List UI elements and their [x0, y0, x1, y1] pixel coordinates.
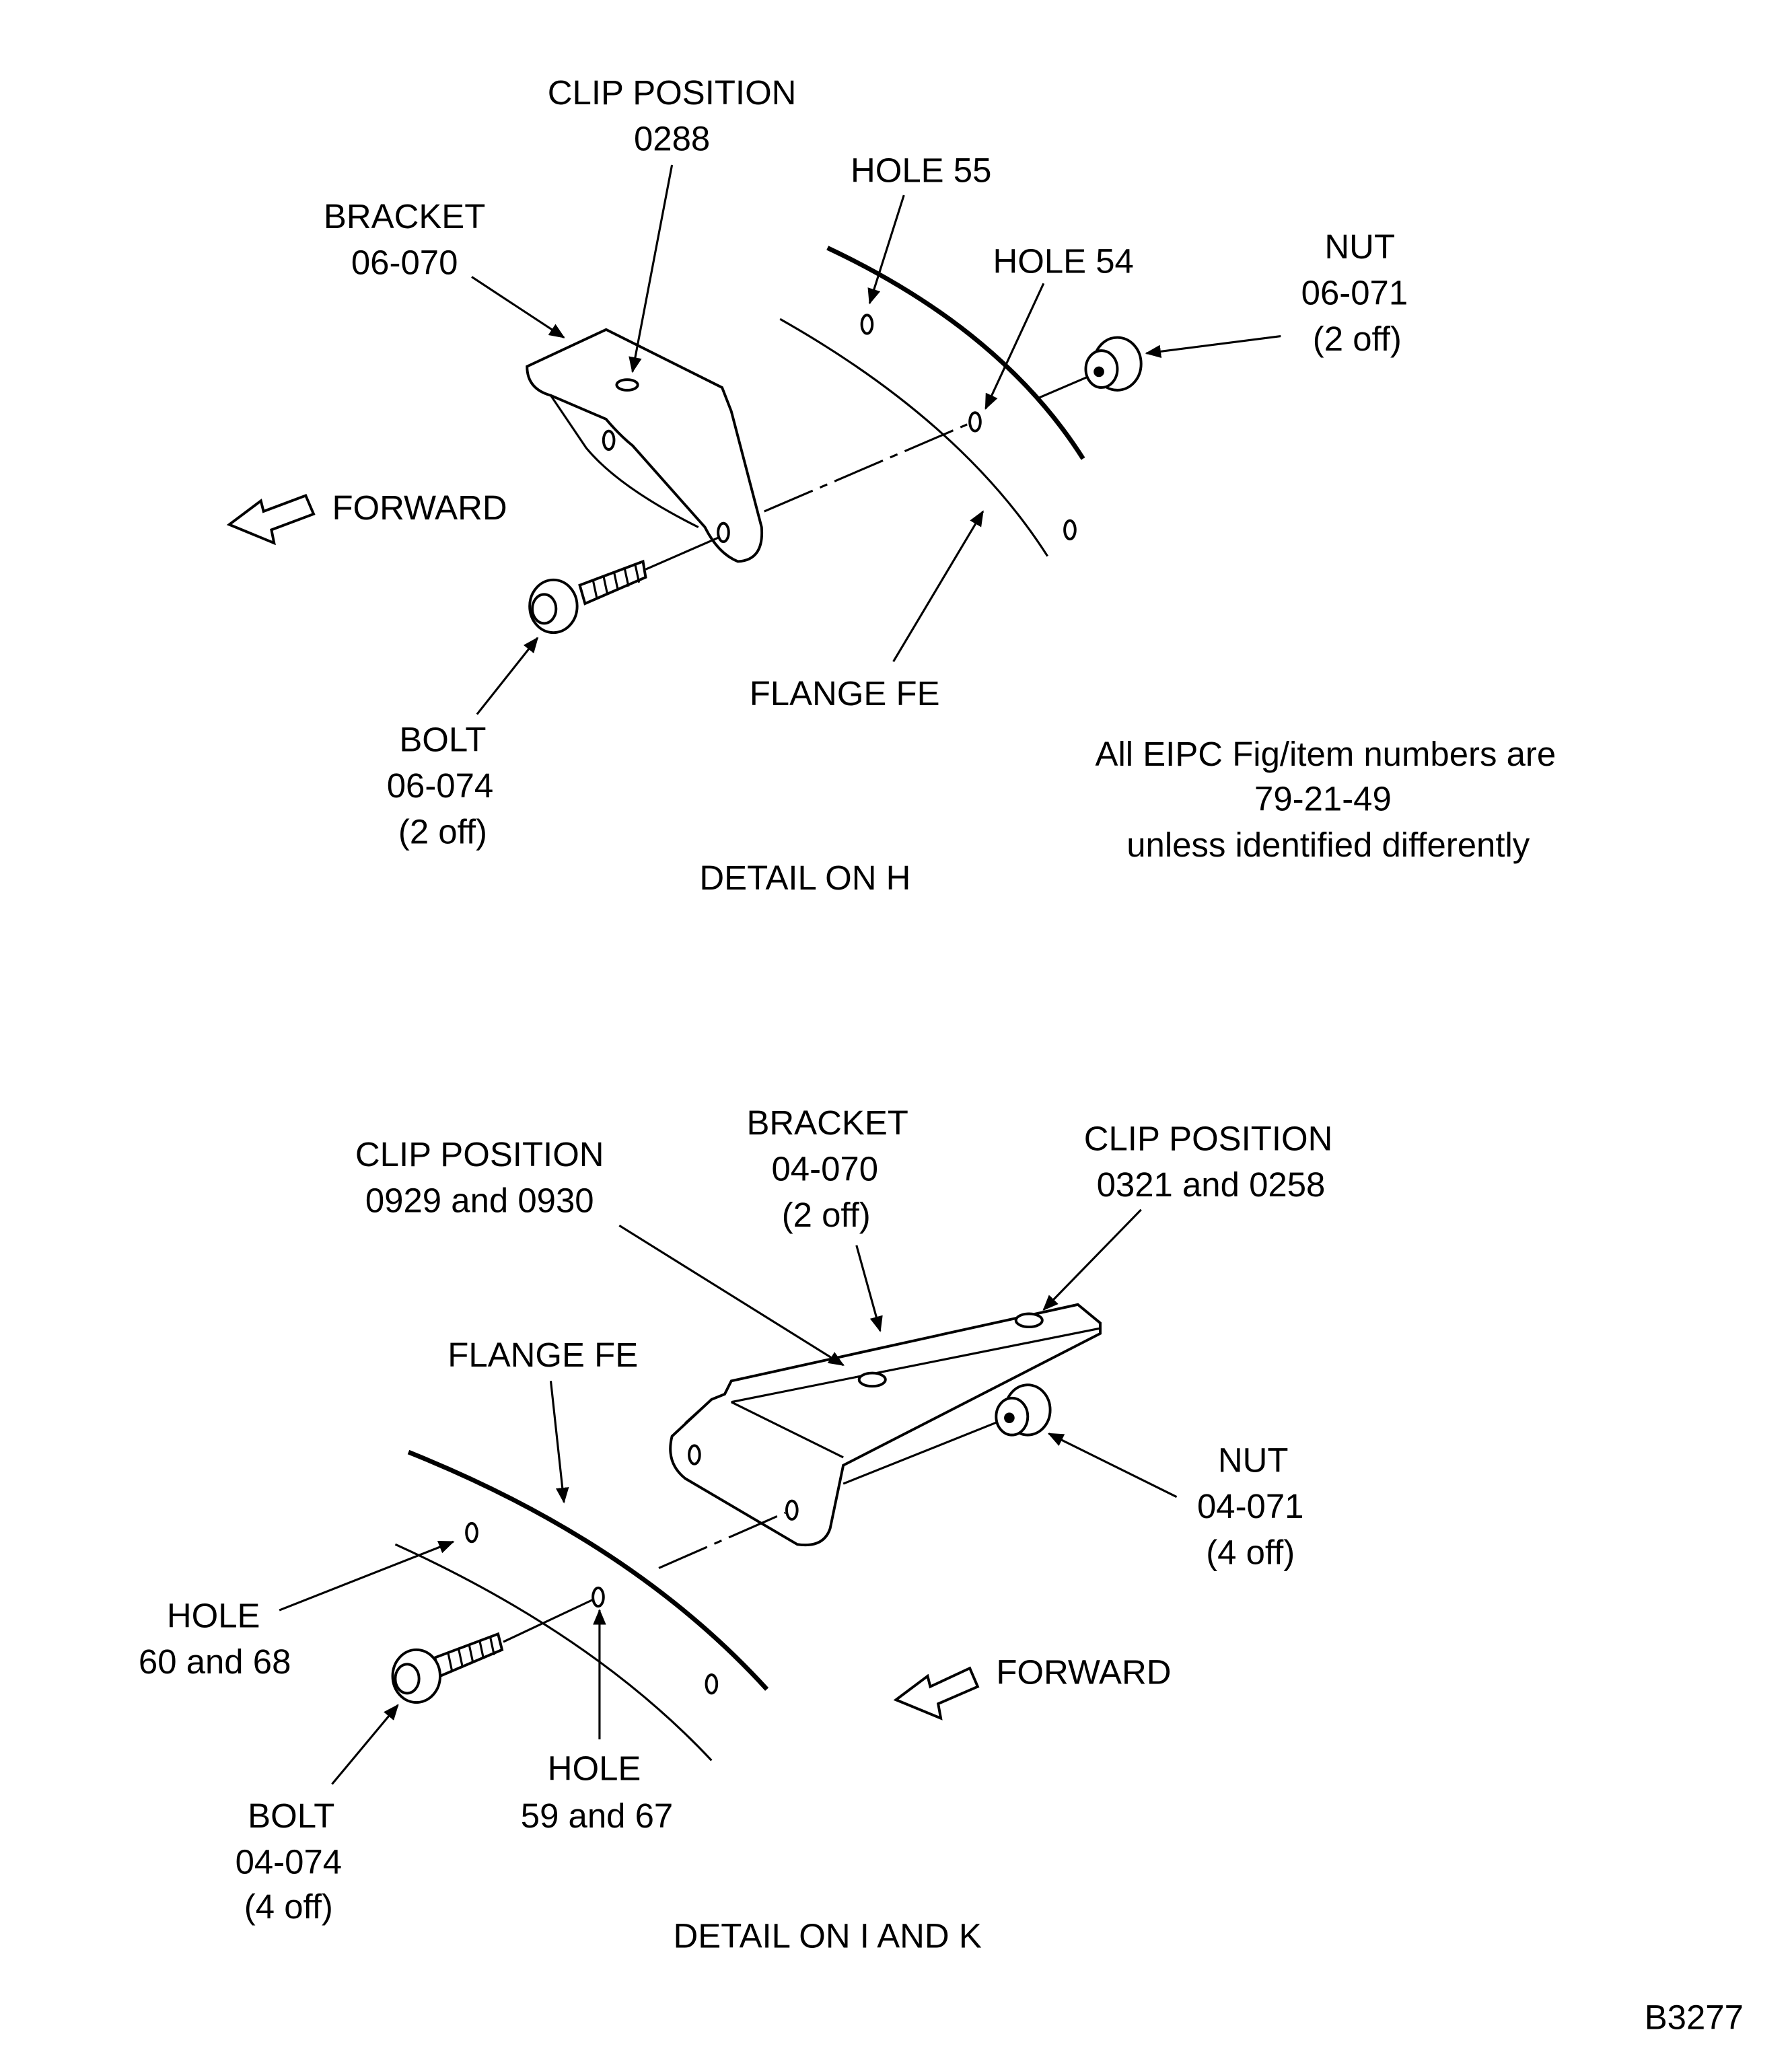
clip-position-left-number: 0929 and 0930 [365, 1182, 594, 1220]
bolt-04-074 [391, 1632, 504, 1704]
hole-54-label: HOLE 54 [993, 242, 1133, 281]
forward-arrow-icon [226, 494, 316, 546]
hole-54 [968, 411, 982, 433]
detail-h-title: DETAIL ON H [699, 859, 910, 897]
flange-hole [705, 1673, 719, 1695]
note-line-1: All EIPC Fig/item numbers are [1096, 735, 1556, 773]
flange-label: FLANGE FE [447, 1336, 638, 1374]
bolt-number: 04-074 [236, 1843, 343, 1881]
hole-59-67 [592, 1586, 605, 1608]
nut-number: 06-071 [1301, 274, 1408, 312]
nut-qty: (4 off) [1206, 1533, 1295, 1572]
clip-position-right-number: 0321 and 0258 [1097, 1165, 1326, 1204]
bracket-label: BRACKET [746, 1104, 908, 1142]
clip-position-right-label: CLIP POSITION [1084, 1120, 1333, 1158]
clip-position-left-label: CLIP POSITION [355, 1135, 604, 1173]
clip-hole-0288 [615, 378, 639, 392]
clip-hole-0321 [1014, 1312, 1044, 1329]
forward-arrow-icon [893, 1666, 980, 1721]
bolt-06-074 [528, 559, 647, 635]
nut-06-071 [1084, 336, 1143, 392]
flange-inner-line [394, 1543, 713, 1762]
hole-55-label: HOLE 55 [851, 151, 991, 189]
figure-id: B3277 [1645, 1998, 1744, 2037]
detail-ik-title: DETAIL ON I AND K [674, 1916, 982, 1955]
note-line-3: unless identified differently [1126, 826, 1530, 864]
hole-60-68-label: HOLE [167, 1597, 260, 1635]
flange-outer-edge [407, 1449, 769, 1691]
clip-hole-0929 [857, 1371, 887, 1388]
bolt-qty: (4 off) [244, 1887, 333, 1926]
clip-position-number: 0288 [634, 119, 710, 157]
nut-qty: (2 off) [1313, 320, 1402, 358]
hole-60-68-number: 60 and 68 [139, 1642, 291, 1681]
flange-hole [1063, 519, 1077, 541]
hole-59-67-label: HOLE [548, 1749, 641, 1788]
forward-label: FORWARD [332, 489, 507, 527]
nut-label: NUT [1218, 1441, 1289, 1479]
detail-i-k: CLIP POSITION 0929 and 0930 BRACKET 04-0… [139, 1104, 1332, 1955]
bracket-qty: (2 off) [782, 1196, 871, 1234]
bracket-06-070 [526, 328, 764, 563]
forward-label: FORWARD [996, 1653, 1171, 1692]
nut-label: NUT [1324, 227, 1395, 266]
bolt-label: BOLT [248, 1797, 334, 1835]
hole-55 [860, 314, 874, 335]
nut-04-071 [995, 1383, 1052, 1437]
flange-inner-line [779, 318, 1049, 557]
bolt-label: BOLT [399, 720, 486, 758]
hole-60-68 [465, 1521, 478, 1544]
nut-number: 04-071 [1197, 1487, 1304, 1525]
note-line-2: 79-21-49 [1254, 779, 1392, 818]
flange-label: FLANGE FE [750, 674, 940, 713]
bracket-number: 06-070 [351, 244, 458, 282]
clip-position-label: CLIP POSITION [548, 73, 797, 112]
hole-59-67-number: 59 and 67 [521, 1797, 673, 1835]
bracket-label: BRACKET [324, 197, 485, 236]
flange-outer-edge [826, 246, 1085, 460]
detail-h: CLIP POSITION 0288 BRACKET 06-070 HOLE 5… [226, 73, 1556, 897]
bolt-number: 06-074 [387, 766, 494, 805]
bolt-qty: (2 off) [398, 812, 487, 851]
bracket-number: 04-070 [772, 1150, 879, 1188]
bracket-04-070 [669, 1303, 1102, 1546]
